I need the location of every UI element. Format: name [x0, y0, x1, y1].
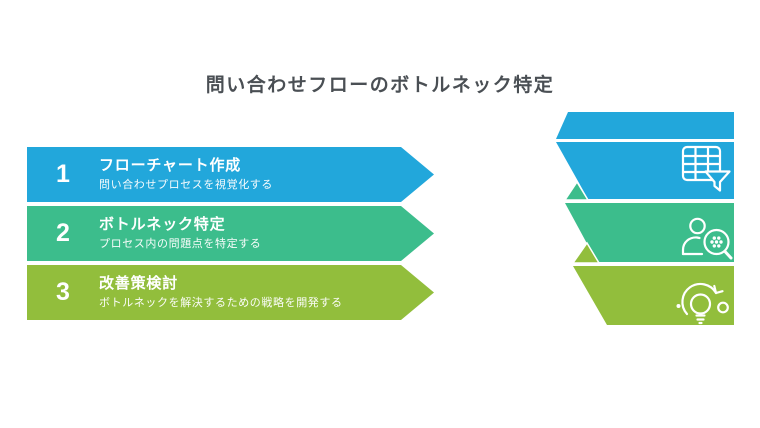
- step-title-2: ボトルネック特定: [99, 216, 226, 234]
- step-text-3: 改善策検討 ボトルネックを解決するための戦略を開発する: [99, 276, 383, 309]
- step-subtitle-2: プロセス内の問題点を特定する: [99, 237, 262, 250]
- funnel-fold-2: [563, 180, 590, 201]
- step-title-3: 改善策検討: [99, 275, 179, 293]
- funnel-band-2: [565, 203, 734, 262]
- step-subtitle-3: ボトルネックを解決するための戦略を開発する: [99, 296, 343, 309]
- step-number-3: 3: [56, 278, 70, 306]
- funnel-fold-3: [571, 241, 601, 264]
- lightbulb-cycle-icon: [676, 282, 729, 325]
- step-banner-2: 2 ボトルネック特定 プロセス内の問題点を特定する: [27, 206, 434, 261]
- step-number-1: 1: [56, 160, 70, 188]
- table-filter-icon: [681, 145, 731, 192]
- step-text-1: フローチャート作成 問い合わせプロセスを視覚化する: [99, 158, 313, 191]
- page-title: 問い合わせフローのボトルネック特定: [205, 75, 555, 96]
- step-text-2: ボトルネック特定 プロセス内の問題点を特定する: [99, 217, 301, 250]
- step-title-1: フローチャート作成: [99, 157, 242, 175]
- funnel-graphic: [556, 112, 734, 325]
- person-magnifier-icon: [681, 217, 733, 260]
- step-banner-3: 3 改善策検討 ボトルネックを解決するための戦略を開発する: [27, 265, 434, 320]
- step-subtitle-1: 問い合わせプロセスを視覚化する: [99, 178, 273, 191]
- funnel-band-3: [573, 266, 734, 325]
- step-banner-1: 1 フローチャート作成 問い合わせプロセスを視覚化する: [27, 147, 434, 202]
- funnel-band-top: [556, 112, 734, 139]
- step-number-2: 2: [56, 219, 70, 247]
